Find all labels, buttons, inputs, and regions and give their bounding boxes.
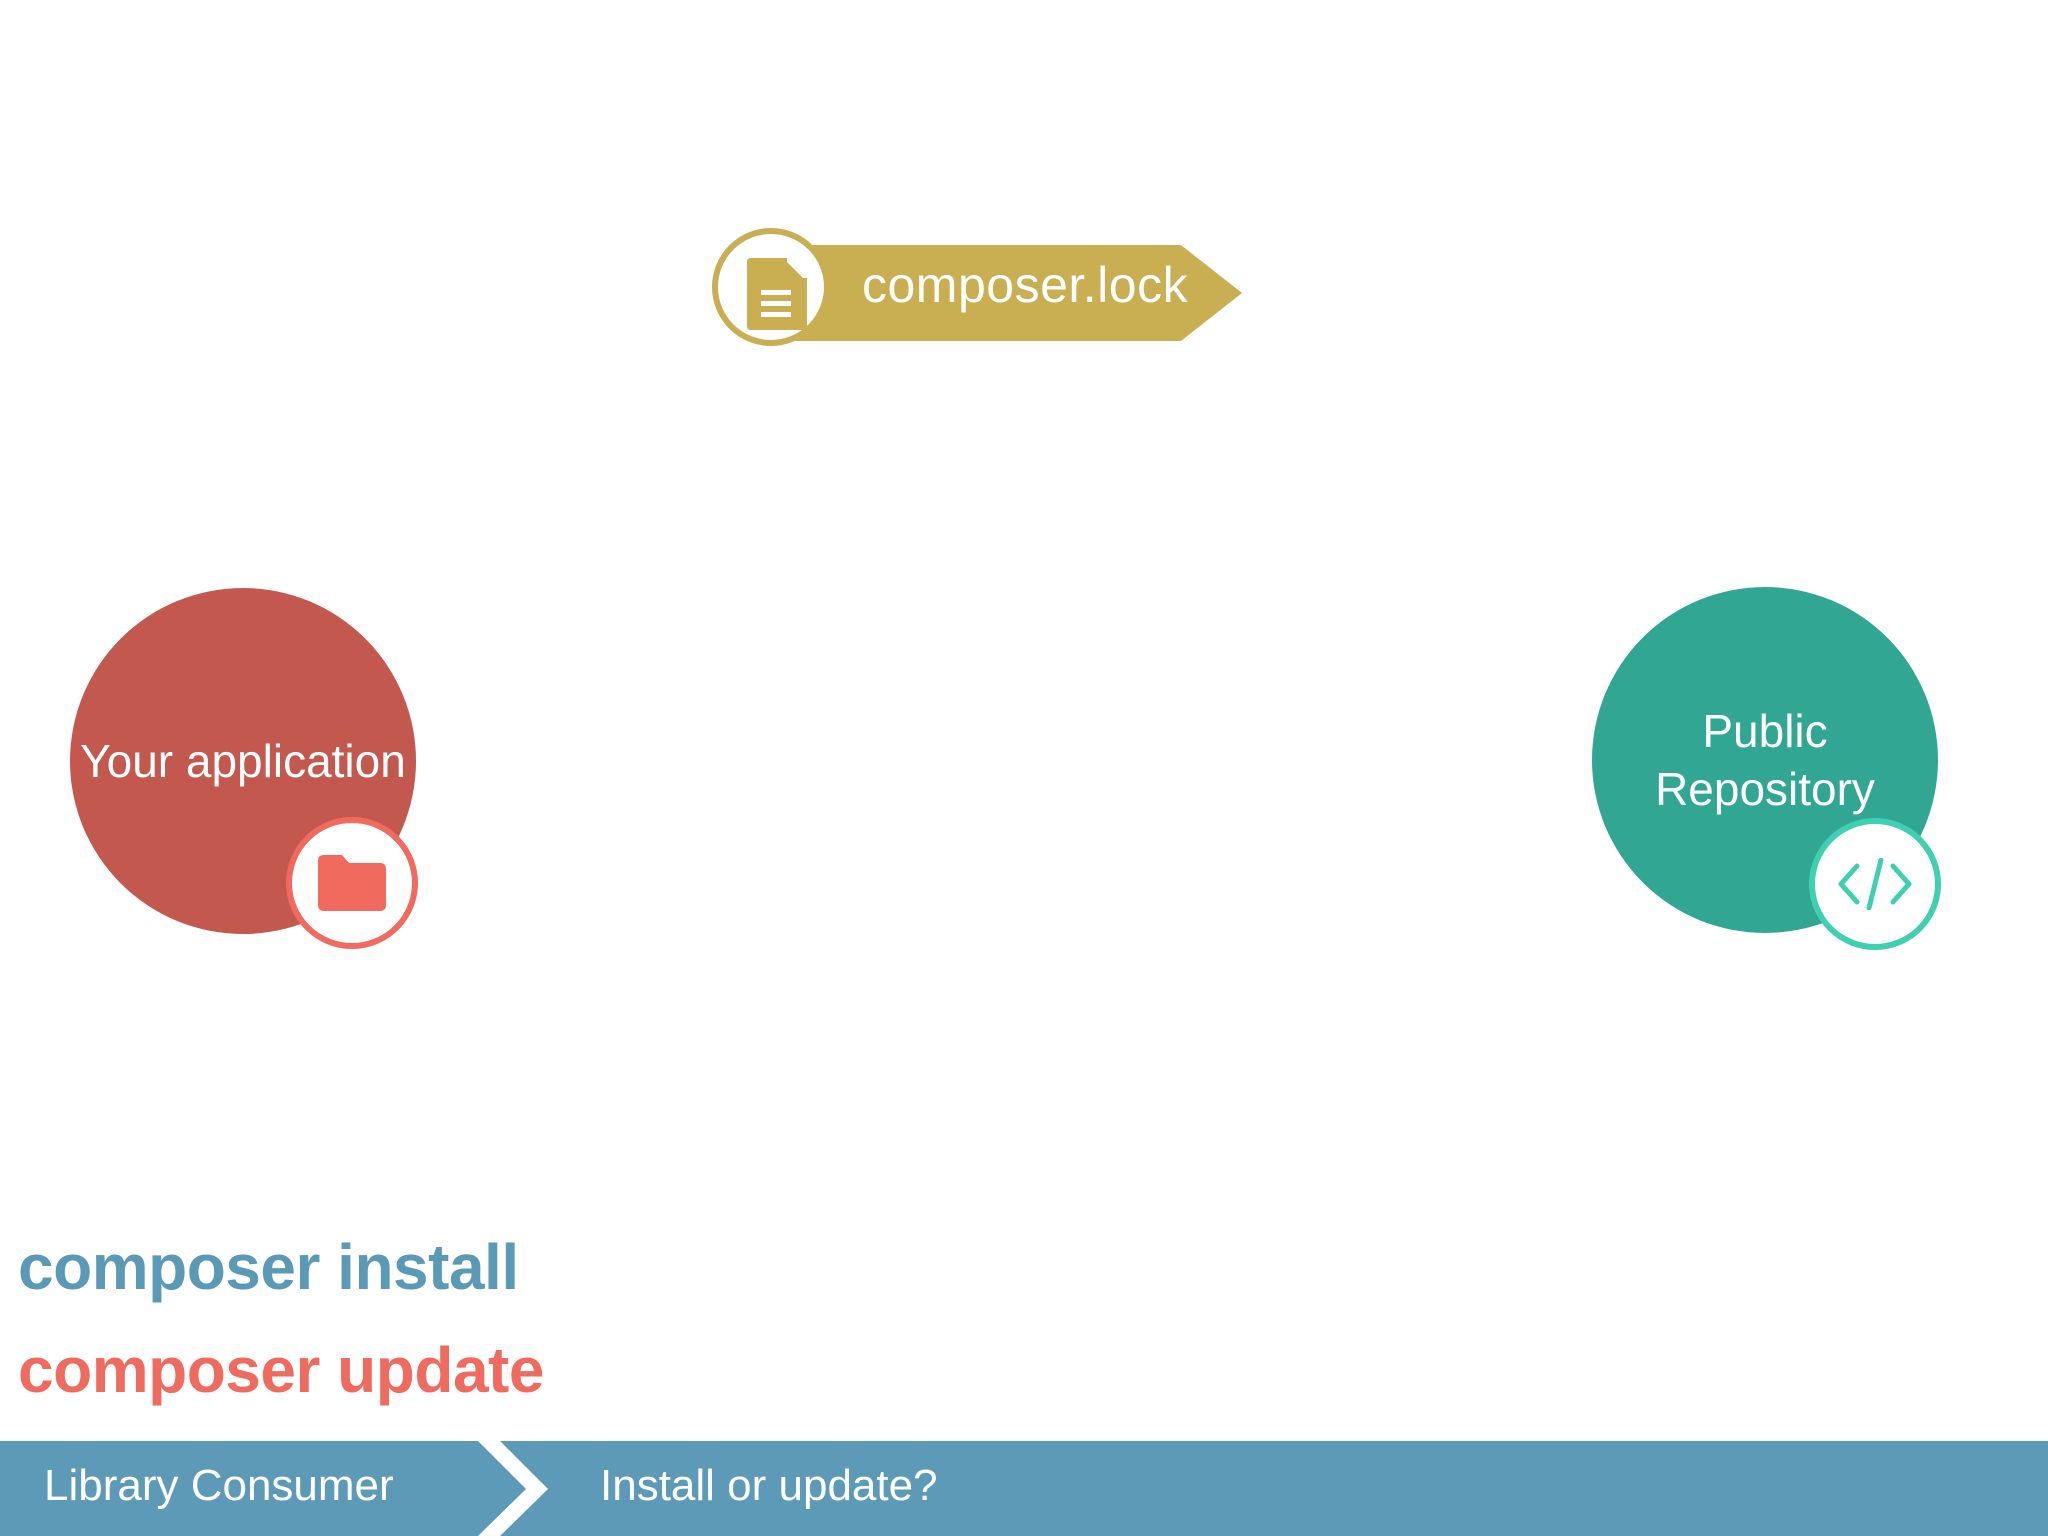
- document-icon: [747, 258, 807, 330]
- composer-update-command: composer update: [18, 1334, 544, 1406]
- breadcrumb-bar: [0, 1441, 2048, 1536]
- public-repository-badge: [1809, 818, 1941, 950]
- composer-lock-label: composer.lock: [862, 257, 1189, 313]
- public-repository-label: Public Repository: [1655, 705, 1875, 815]
- composer-lock-tag: composer.lock: [712, 228, 1252, 358]
- composer-lock-ribbon: [772, 245, 1242, 341]
- composer-install-command: composer install: [18, 1231, 519, 1303]
- your-application-badge: [286, 817, 418, 949]
- your-application-label: Your application: [80, 735, 406, 787]
- code-icon: [1838, 858, 1912, 910]
- breadcrumb-item-library-consumer: Library Consumer: [44, 1461, 394, 1510]
- breadcrumb-item-install-or-update: Install or update?: [600, 1461, 938, 1510]
- composer-lock-badge: [712, 228, 830, 346]
- breadcrumb-separator-icon: [478, 1441, 548, 1536]
- folder-icon: [318, 855, 386, 911]
